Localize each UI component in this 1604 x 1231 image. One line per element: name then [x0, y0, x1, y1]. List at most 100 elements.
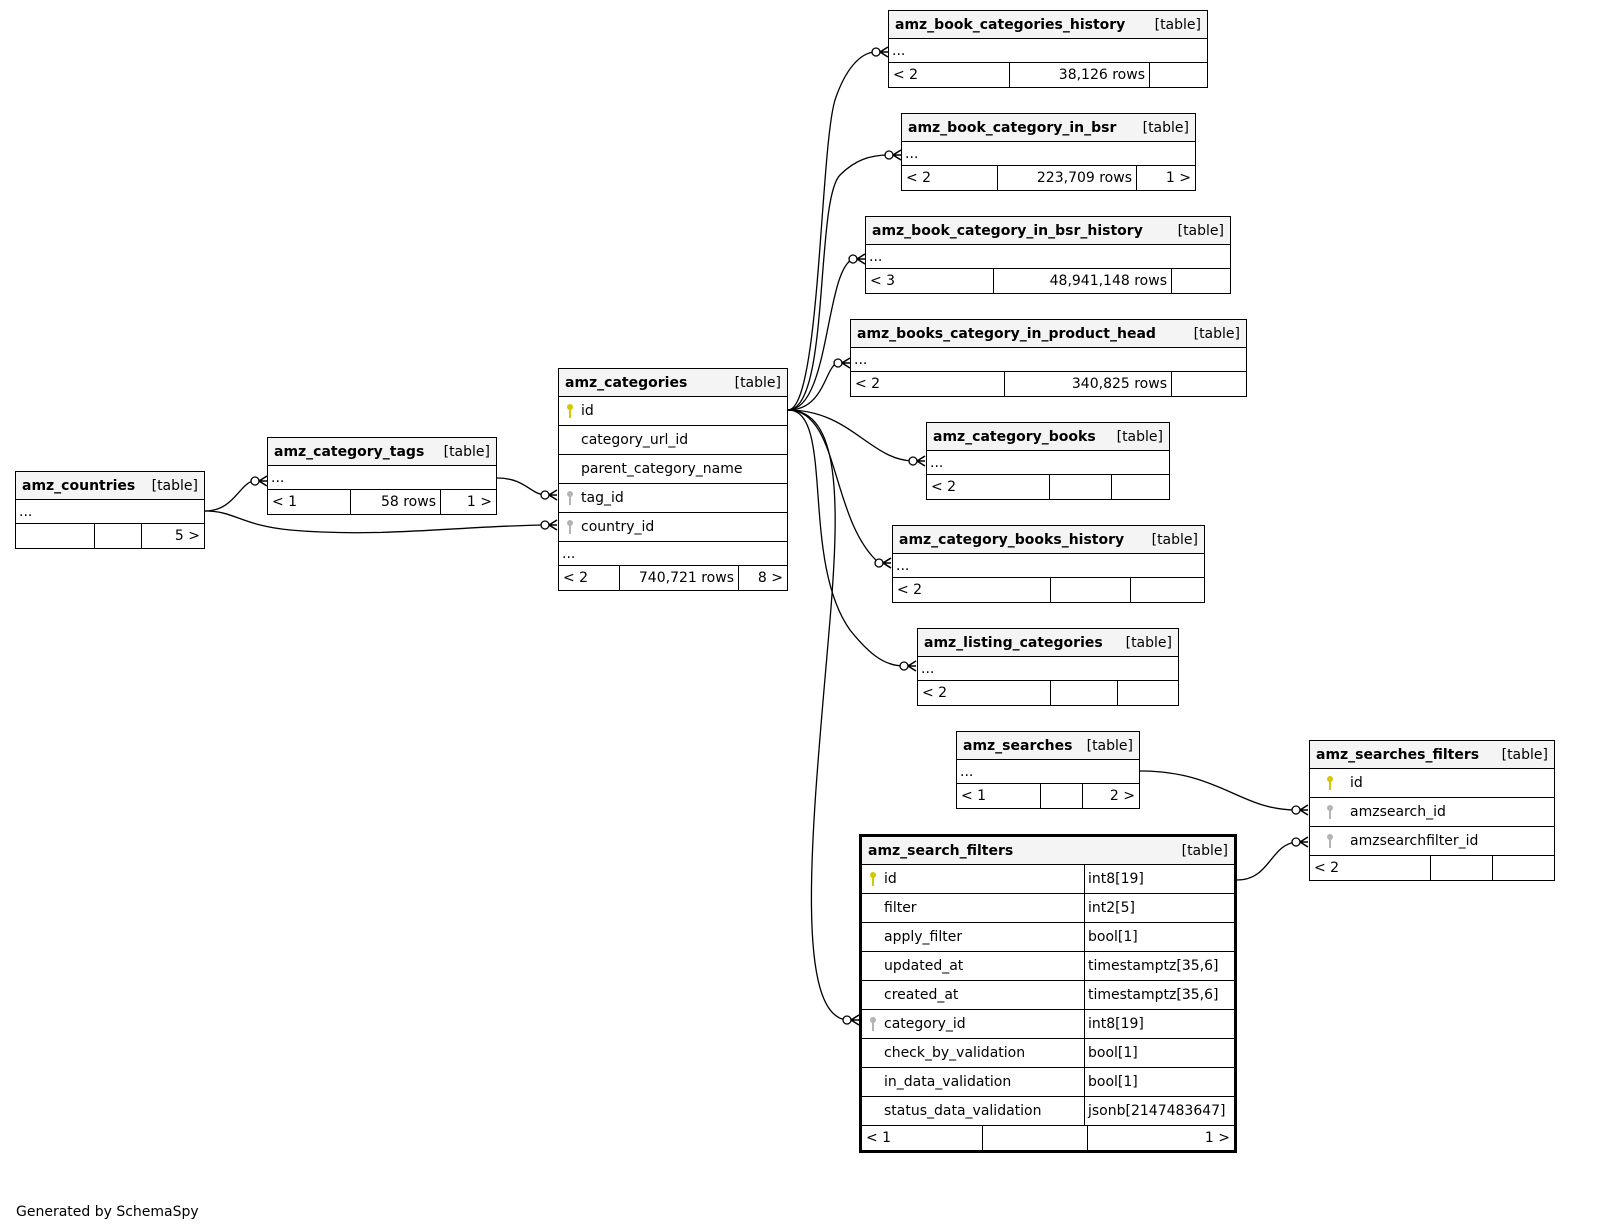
- parents-count: < 1: [272, 494, 298, 510]
- table-type: [table]: [443, 443, 490, 460]
- row-count: 740,721 rows: [619, 566, 738, 590]
- table-footer: < 1 2 >: [957, 784, 1139, 808]
- table-amz-book-category-in-bsr-history[interactable]: amz_book_category_in_bsr_history [table]…: [865, 216, 1231, 294]
- column-row[interactable]: parent_category_name: [559, 455, 787, 484]
- crows-foot-marker: [540, 519, 558, 531]
- table-name[interactable]: amz_categories: [565, 374, 688, 391]
- parents-count: < 1: [961, 788, 987, 804]
- row-count: [1040, 784, 1082, 808]
- table-footer: 5 >: [16, 524, 204, 548]
- column-type: bool[1]: [1084, 1039, 1234, 1067]
- column-row[interactable]: category_url_id: [559, 426, 787, 455]
- column-row[interactable]: amzsearchfilter_id: [1310, 827, 1554, 856]
- table-amz-book-categories-history[interactable]: amz_book_categories_history [table] ... …: [888, 10, 1208, 88]
- children-count: [1171, 269, 1230, 293]
- table-amz-countries[interactable]: amz_countries [table] ... 5 >: [15, 471, 205, 549]
- table-name[interactable]: amz_books_category_in_product_head: [857, 325, 1156, 342]
- table-footer: < 2: [1310, 856, 1554, 880]
- more-columns: ...: [866, 245, 1230, 269]
- table-name[interactable]: amz_category_books_history: [899, 531, 1125, 548]
- children-count: 8 >: [738, 566, 787, 590]
- table-amz-searches-filters[interactable]: amz_searches_filters [table] id amzsearc…: [1309, 740, 1555, 881]
- table-amz-category-books-history[interactable]: amz_category_books_history [table] ... <…: [892, 525, 1205, 603]
- edge-category-tags-categories: [496, 477, 546, 496]
- table-amz-books-category-in-product-head[interactable]: amz_books_category_in_product_head [tabl…: [850, 319, 1247, 397]
- table-name[interactable]: amz_category_tags: [274, 443, 425, 460]
- more-columns: ...: [918, 657, 1178, 681]
- table-type: [table]: [734, 374, 781, 391]
- table-header: amz_books_category_in_product_head [tabl…: [851, 320, 1246, 348]
- table-footer: < 1 58 rows 1 >: [268, 490, 496, 514]
- column-name: id: [581, 403, 594, 419]
- primary-key-icon: [862, 871, 884, 887]
- table-name[interactable]: amz_category_books: [933, 428, 1096, 445]
- table-type: [table]: [1086, 737, 1133, 754]
- table-name[interactable]: amz_countries: [22, 477, 136, 494]
- column-row[interactable]: id: [1310, 769, 1554, 798]
- edge-categories-category-books: [787, 409, 914, 462]
- children-count: 1 >: [440, 490, 496, 514]
- children-count: 1 >: [1087, 1126, 1234, 1150]
- table-amz-category-tags[interactable]: amz_category_tags [table] ... < 1 58 row…: [267, 437, 497, 515]
- table-name[interactable]: amz_searches_filters: [1316, 746, 1480, 763]
- column-type: jsonb[2147483647]: [1084, 1097, 1234, 1125]
- table-name[interactable]: amz_listing_categories: [924, 634, 1103, 651]
- column-row[interactable]: tag_id: [559, 484, 787, 513]
- children-count: 2 >: [1082, 784, 1139, 808]
- column-name: amzsearch_id: [1350, 804, 1446, 820]
- children-count: [1149, 63, 1207, 87]
- generated-by-note: Generated by SchemaSpy: [16, 1204, 199, 1220]
- table-amz-categories[interactable]: amz_categories [table] id category_url_i…: [558, 368, 788, 591]
- edge-categories-books-category-in-product-head: [787, 362, 839, 411]
- crows-foot-marker: [1291, 836, 1309, 848]
- table-name[interactable]: amz_search_filters: [868, 842, 1014, 859]
- table-amz-book-category-in-bsr[interactable]: amz_book_category_in_bsr [table] ... < 2…: [901, 113, 1196, 191]
- table-name[interactable]: amz_searches: [963, 737, 1073, 754]
- row-count: 58 rows: [350, 490, 440, 514]
- foreign-key-icon: [1310, 833, 1350, 849]
- primary-key-icon: [1310, 775, 1350, 791]
- parents-count: [16, 524, 94, 548]
- more-columns: ...: [851, 348, 1246, 372]
- children-count: [1492, 856, 1554, 880]
- table-amz-listing-categories[interactable]: amz_listing_categories [table] ... < 2: [917, 628, 1179, 706]
- column-type: int8[19]: [1084, 865, 1234, 893]
- column-row[interactable]: id: [559, 397, 787, 426]
- table-footer: < 2: [893, 578, 1204, 602]
- more-columns: ...: [16, 500, 204, 524]
- table-amz-searches[interactable]: amz_searches [table] ... < 1 2 >: [956, 731, 1140, 809]
- table-name[interactable]: amz_book_category_in_bsr_history: [872, 222, 1143, 239]
- column-name: id: [1350, 775, 1363, 791]
- edge-countries-category-tags: [204, 480, 256, 512]
- table-header: amz_listing_categories [table]: [918, 629, 1178, 657]
- edge-categories-listing-categories: [787, 409, 905, 667]
- column-row[interactable]: country_id: [559, 513, 787, 542]
- table-name[interactable]: amz_book_category_in_bsr: [908, 119, 1117, 136]
- more-columns: ...: [893, 554, 1204, 578]
- crows-foot-marker: [884, 149, 902, 161]
- table-type: [table]: [1501, 746, 1548, 763]
- crows-foot-marker: [833, 357, 851, 369]
- crows-foot-marker: [1291, 804, 1309, 816]
- column-type: bool[1]: [1084, 1068, 1234, 1096]
- row-count: 340,825 rows: [1004, 372, 1171, 396]
- table-name[interactable]: amz_book_categories_history: [895, 16, 1126, 33]
- table-amz-category-books[interactable]: amz_category_books [table] ... < 2: [926, 422, 1170, 500]
- table-footer: < 2: [918, 681, 1178, 705]
- table-header: amz_categories [table]: [559, 369, 787, 397]
- column-row[interactable]: amzsearch_id: [1310, 798, 1554, 827]
- table-header: amz_searches [table]: [957, 732, 1139, 760]
- children-count: [1130, 578, 1204, 602]
- column-name: category_id: [884, 1016, 966, 1032]
- parents-count: < 2: [931, 479, 957, 495]
